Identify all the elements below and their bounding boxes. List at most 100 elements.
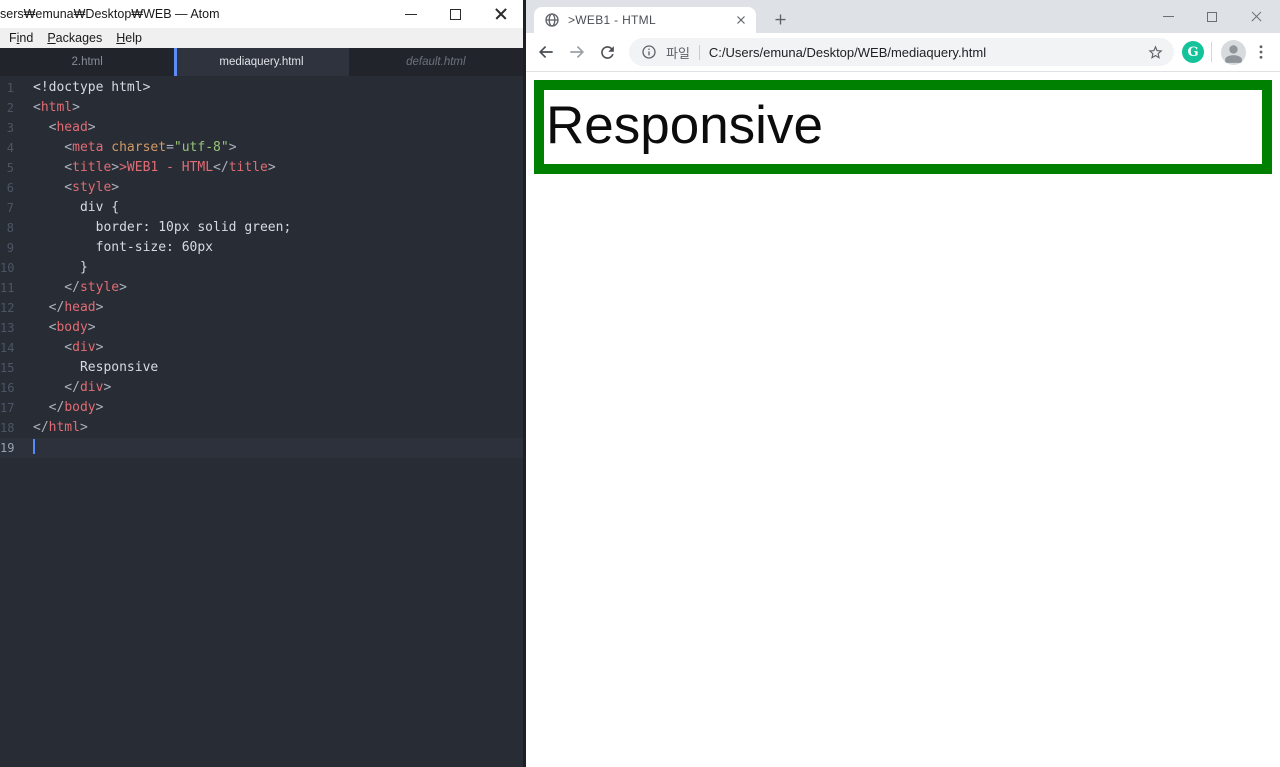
file-scheme-chip: 파일 bbox=[666, 45, 690, 61]
back-arrow-icon bbox=[538, 45, 553, 59]
line-number: 4 bbox=[6, 141, 14, 155]
chrome-window: >WEB1 - HTML bbox=[526, 0, 1280, 767]
kebab-menu-icon bbox=[1259, 45, 1263, 59]
code-line-18[interactable]: 18 </html> bbox=[0, 418, 523, 438]
line-number: 2 bbox=[6, 101, 14, 115]
line-number: 11 bbox=[0, 281, 15, 295]
reload-icon bbox=[601, 45, 614, 59]
code-text: </body> bbox=[33, 400, 104, 415]
code-text: <body> bbox=[33, 320, 96, 335]
address-bar[interactable]: 파일 C:/Users/emuna/Desktop/WEB/mediaquery… bbox=[629, 38, 1174, 66]
minimize-icon bbox=[1162, 16, 1174, 17]
code-text: </style> bbox=[33, 280, 127, 295]
forward-arrow-icon bbox=[569, 45, 584, 59]
line-number: 13 bbox=[0, 321, 15, 335]
close-icon bbox=[495, 8, 507, 20]
code-text: } bbox=[33, 260, 88, 275]
code-line-19[interactable]: 19 bbox=[0, 438, 523, 458]
toolbar-divider bbox=[1211, 42, 1212, 62]
code-area[interactable]: 1<!doctype html>2<html>3 <head>4 <meta c… bbox=[0, 76, 523, 767]
code-line-7[interactable]: 7 div { bbox=[0, 198, 523, 218]
code-line-5[interactable]: 5 <title>>WEB1 - HTML</title> bbox=[0, 158, 523, 178]
code-text: <meta charset="utf-8"> bbox=[33, 140, 237, 155]
atom-window-controls bbox=[388, 0, 523, 28]
atom-window-title: sers₩emuna₩Desktop₩WEB — Atom bbox=[0, 7, 220, 21]
editor-tab-mediaquery[interactable]: mediaquery.html bbox=[174, 48, 349, 76]
editor-tab-2html[interactable]: 2.html bbox=[0, 48, 174, 76]
code-line-6[interactable]: 6 <style> bbox=[0, 178, 523, 198]
line-number: 16 bbox=[0, 381, 15, 395]
code-line-10[interactable]: 10 } bbox=[0, 258, 523, 278]
code-text: <!doctype html> bbox=[33, 80, 151, 95]
line-number: 10 bbox=[0, 261, 15, 275]
tab-close-icon[interactable] bbox=[734, 13, 748, 27]
minimize-button[interactable] bbox=[388, 0, 433, 28]
line-number: 18 bbox=[0, 421, 15, 435]
editor-tab-default[interactable]: default.html bbox=[349, 48, 523, 76]
menu-packages[interactable]: Packages bbox=[47, 31, 103, 45]
code-line-13[interactable]: 13 <body> bbox=[0, 318, 523, 338]
code-line-14[interactable]: 14 <div> bbox=[0, 338, 523, 358]
code-text: <head> bbox=[33, 120, 96, 135]
line-number: 7 bbox=[6, 201, 14, 215]
maximize-icon bbox=[1207, 11, 1217, 22]
grammarly-extension-icon[interactable]: G bbox=[1182, 41, 1204, 63]
code-text: </div> bbox=[33, 380, 112, 395]
back-button[interactable] bbox=[530, 36, 561, 68]
code-line-16[interactable]: 16 </div> bbox=[0, 378, 523, 398]
close-icon bbox=[1251, 11, 1262, 22]
info-icon[interactable] bbox=[641, 44, 657, 60]
code-line-15[interactable]: 15 Responsive bbox=[0, 358, 523, 378]
code-line-12[interactable]: 12 </head> bbox=[0, 298, 523, 318]
chrome-toolbar: 파일 C:/Users/emuna/Desktop/WEB/mediaquery… bbox=[526, 33, 1280, 72]
maximize-icon bbox=[450, 8, 461, 20]
line-number: 14 bbox=[0, 341, 15, 355]
code-text: <style> bbox=[33, 180, 120, 195]
code-line-4[interactable]: 4 <meta charset="utf-8"> bbox=[0, 138, 523, 158]
star-icon[interactable] bbox=[1147, 44, 1164, 61]
atom-menubar: Find Packages Help bbox=[0, 28, 523, 48]
code-line-2[interactable]: 2 <html> bbox=[0, 98, 523, 118]
line-number: 15 bbox=[0, 361, 15, 375]
browser-tab-title: >WEB1 - HTML bbox=[568, 13, 656, 27]
code-text: </html> bbox=[33, 420, 88, 435]
line-number: 17 bbox=[0, 401, 15, 415]
url-text[interactable]: C:/Users/emuna/Desktop/WEB/mediaquery.ht… bbox=[708, 44, 987, 60]
line-number: 5 bbox=[6, 161, 14, 175]
line-number: 3 bbox=[6, 121, 14, 135]
minimize-button[interactable] bbox=[1146, 0, 1190, 33]
line-number: 9 bbox=[6, 241, 14, 255]
tab-label: default.html bbox=[406, 56, 466, 68]
code-text: font-size: 60px bbox=[33, 240, 214, 255]
forward-button[interactable] bbox=[561, 36, 592, 68]
maximize-button[interactable] bbox=[433, 0, 478, 28]
close-button[interactable] bbox=[478, 0, 523, 28]
chip-divider bbox=[698, 44, 700, 60]
maximize-button[interactable] bbox=[1190, 0, 1234, 33]
text-cursor bbox=[33, 439, 35, 454]
new-tab-button[interactable] bbox=[766, 6, 794, 32]
code-line-8[interactable]: 8 border: 10px solid green; bbox=[0, 218, 523, 238]
atom-titlebar: sers₩emuna₩Desktop₩WEB — Atom bbox=[0, 0, 523, 28]
line-number: 6 bbox=[6, 181, 14, 195]
profile-button[interactable] bbox=[1221, 39, 1246, 65]
code-line-17[interactable]: 17 </body> bbox=[0, 398, 523, 418]
line-number: 8 bbox=[6, 221, 14, 235]
browser-menu-button[interactable] bbox=[1248, 36, 1274, 68]
reload-button[interactable] bbox=[592, 36, 623, 68]
code-text: Responsive bbox=[33, 360, 159, 375]
menu-find[interactable]: Find bbox=[9, 31, 34, 45]
browser-tab[interactable]: >WEB1 - HTML bbox=[534, 7, 756, 33]
code-line-9[interactable]: 9 font-size: 60px bbox=[0, 238, 523, 258]
chrome-window-controls bbox=[1146, 0, 1278, 33]
close-button[interactable] bbox=[1234, 0, 1278, 33]
code-line-3[interactable]: 3 <head> bbox=[0, 118, 523, 138]
menu-help[interactable]: Help bbox=[116, 31, 142, 45]
code-text: <div> bbox=[33, 340, 104, 355]
responsive-div: Responsive bbox=[534, 80, 1272, 174]
code-line-1[interactable]: 1<!doctype html> bbox=[0, 78, 523, 98]
tab-label: mediaquery.html bbox=[219, 56, 304, 68]
code-text: <html> bbox=[33, 100, 80, 115]
code-line-11[interactable]: 11 </style> bbox=[0, 278, 523, 298]
page-content: Responsive bbox=[526, 72, 1280, 767]
